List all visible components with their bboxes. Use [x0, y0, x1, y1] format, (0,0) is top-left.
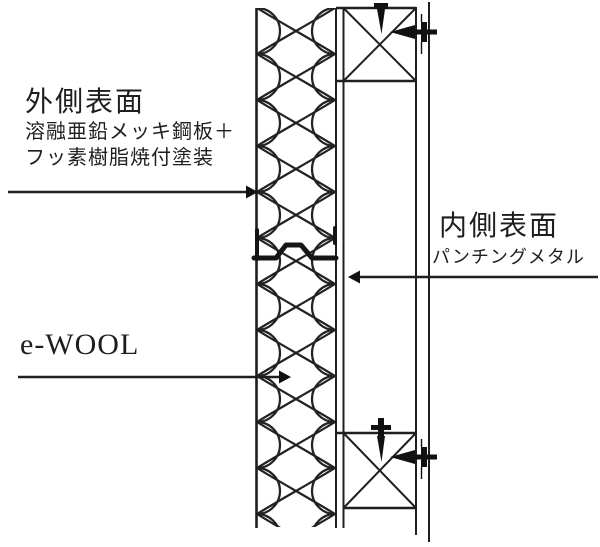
screw-icon-top	[374, 3, 388, 34]
panel-layer-lines	[255, 2, 430, 542]
inner-surface-arrow	[348, 270, 598, 284]
screw-icon-bottom	[371, 418, 391, 462]
outer-surface-material-line2: フッ素樹脂焼付塗装	[25, 147, 214, 169]
outer-surface-material-line1: 溶融亜鉛メッキ鋼板＋	[25, 121, 235, 143]
ewool-arrow	[18, 370, 291, 384]
bolt-icon-top	[390, 14, 437, 54]
stud-box-bottom	[337, 431, 417, 510]
inner-surface-material: パンチングメタル	[432, 247, 585, 267]
inner-surface-title: 内側表面	[439, 211, 560, 242]
stud-box-top	[336, 6, 417, 83]
outer-surface-arrow	[8, 185, 258, 199]
ewool-label: e-WOOL	[20, 328, 140, 361]
bolt-icon-bottom	[390, 439, 437, 479]
panel-joint-seam	[251, 226, 339, 261]
outer-surface-title: 外側表面	[25, 87, 146, 118]
insulation-hatch	[257, 8, 335, 527]
